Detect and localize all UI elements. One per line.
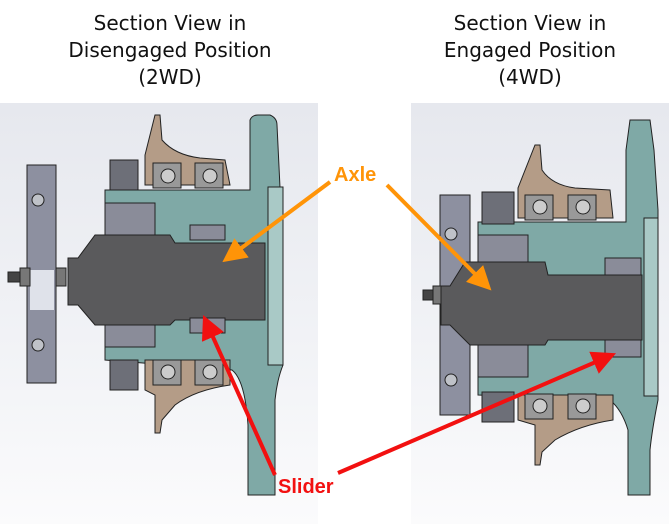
axle-shaft (67, 234, 266, 326)
slider-label: Slider (278, 476, 334, 498)
disengaged-assembly (7, 114, 284, 496)
slider (189, 224, 226, 241)
engaged-assembly (422, 119, 659, 496)
axle-label: Axle (334, 164, 377, 186)
rotor-plate-highlight (30, 270, 54, 310)
axle-arrow-right (385, 183, 492, 291)
nut (55, 267, 67, 287)
bearing-ball (202, 168, 218, 184)
bearing-ball (202, 364, 218, 380)
bearing-ball (31, 193, 45, 207)
slider (604, 339, 642, 358)
bearing-ball (160, 168, 176, 184)
title-line-1: Section View in (93, 11, 247, 35)
title-engaged: Section View in Engaged Position (4WD) (395, 10, 665, 91)
axle-arrow-left (222, 180, 332, 263)
spindle (104, 202, 156, 237)
title-line-3: (4WD) (498, 65, 562, 89)
bearing-ball (444, 227, 458, 241)
spindle (477, 344, 529, 378)
slider-arrow-left (201, 315, 277, 476)
bearing-ball (532, 398, 548, 414)
hub-flange-face (643, 217, 659, 397)
hub-flange-face (267, 186, 284, 366)
title-line-2: Engaged Position (443, 38, 617, 62)
bearing-ball (160, 364, 176, 380)
lock-nut (481, 191, 515, 225)
lock-nut (109, 359, 139, 391)
slider-arrow-right (337, 351, 617, 475)
slider (604, 257, 642, 276)
bearing-ball (444, 373, 458, 387)
nut (19, 267, 31, 287)
title-line-1: Section View in (453, 11, 607, 35)
lock-nut (109, 159, 139, 191)
bearing-ball (532, 199, 548, 215)
title-disengaged: Section View in Disengaged Position (2WD… (20, 10, 320, 91)
bearing-ball (31, 338, 45, 352)
bearing-ball (575, 398, 591, 414)
spindle (477, 234, 529, 266)
slider (189, 317, 226, 334)
bearing-ball (575, 199, 591, 215)
title-line-2: Disengaged Position (68, 38, 272, 62)
bearing (567, 393, 597, 420)
title-line-3: (2WD) (138, 65, 202, 89)
